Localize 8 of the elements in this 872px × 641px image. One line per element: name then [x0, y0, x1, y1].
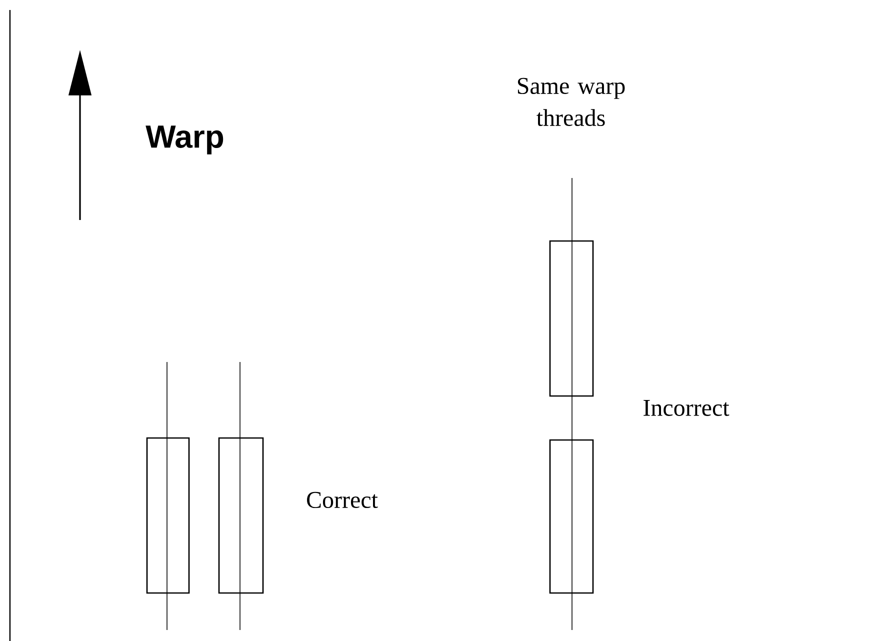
fabric-box: [549, 240, 594, 397]
fabric-box: [218, 437, 264, 594]
text-label: Warp: [146, 126, 224, 154]
text-label: Correct: [307, 492, 378, 508]
text-label: Same warp threads: [518, 78, 625, 126]
fabric-box: [146, 437, 190, 594]
fabric-box: [549, 439, 594, 594]
text-label: Incorrect: [644, 400, 730, 416]
